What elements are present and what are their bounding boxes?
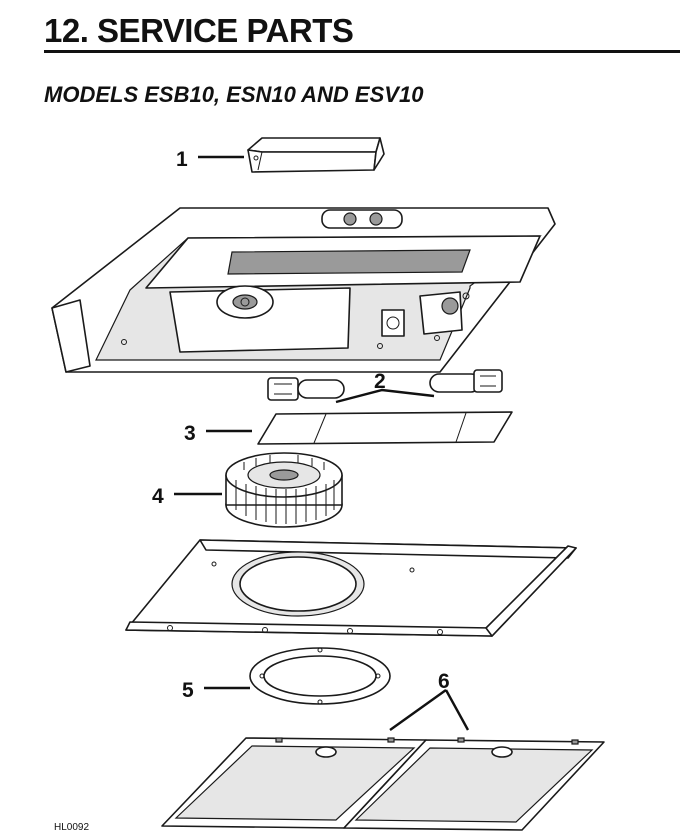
range-hood-housing <box>51 207 556 373</box>
part-2-lamps <box>267 369 503 401</box>
models-subtitle: MODELS ESB10, ESN10 AND ESV10 <box>44 82 424 107</box>
part-3-lens <box>257 411 513 445</box>
lamp-left <box>267 377 345 401</box>
bottom-plate <box>125 539 577 637</box>
filter-right <box>343 737 605 831</box>
callout-6: 6 <box>438 670 450 693</box>
leader-lines <box>174 155 470 731</box>
callout-3: 3 <box>184 422 196 445</box>
part-1-wiring-box <box>247 137 385 173</box>
callout-2: 2 <box>374 370 386 393</box>
title-divider <box>44 50 680 53</box>
callout-1: 1 <box>176 148 188 171</box>
callout-5: 5 <box>182 679 194 702</box>
lamp-right <box>429 369 503 393</box>
filter-left <box>161 737 427 829</box>
part-6-filters <box>161 737 605 831</box>
part-4-blower-wheel <box>225 452 343 528</box>
part-5-ring <box>249 647 391 705</box>
callout-4: 4 <box>152 485 164 508</box>
page-title: 12. SERVICE PARTS <box>44 12 354 49</box>
figure-code: HL0092 <box>54 822 89 833</box>
